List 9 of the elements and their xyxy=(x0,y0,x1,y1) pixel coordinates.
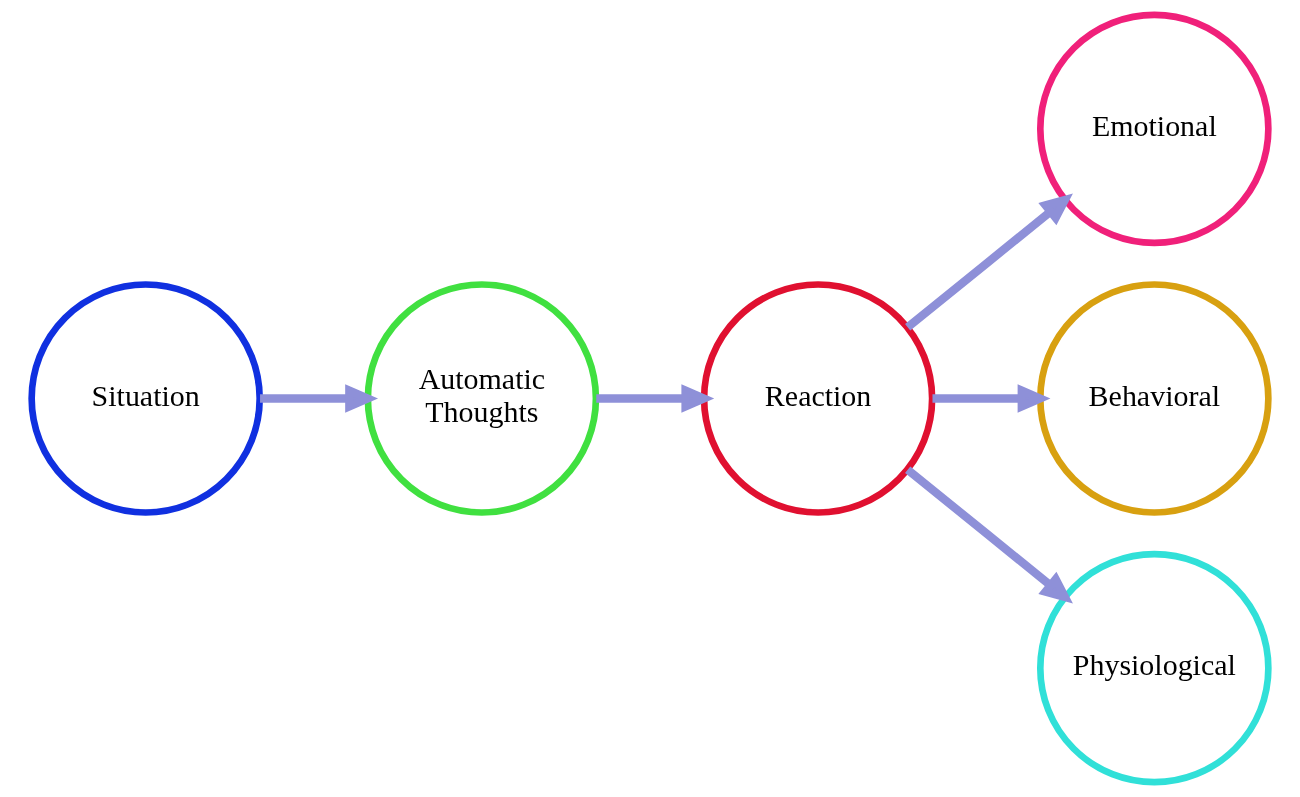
node-circle: Situation xyxy=(28,281,263,516)
arrow xyxy=(596,384,715,413)
arrow xyxy=(905,193,1073,331)
node-circle: Reaction xyxy=(700,281,936,516)
arrow xyxy=(260,384,378,413)
node-circle: Behavioral xyxy=(1037,281,1272,516)
arrow xyxy=(932,384,1051,413)
node-circle: Automatic Thoughts xyxy=(364,281,600,516)
arrow xyxy=(905,466,1073,604)
